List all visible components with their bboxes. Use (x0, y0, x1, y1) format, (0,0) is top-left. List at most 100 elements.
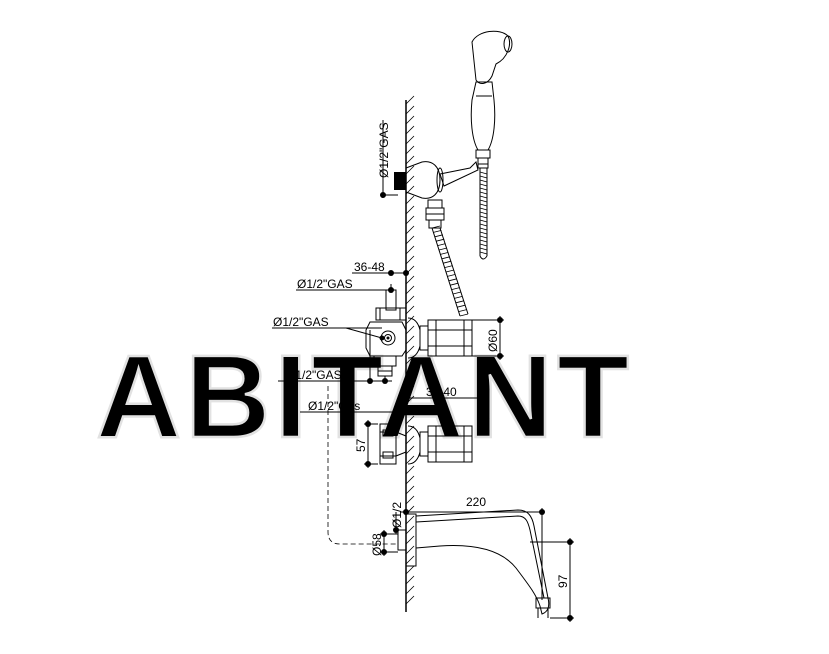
flexible-hose (425, 199, 469, 317)
hose-coil (479, 199, 488, 203)
hose-coil (436, 238, 445, 242)
hose-coil (455, 300, 464, 304)
hatch-stroke (405, 105, 415, 115)
shower-hose-lower (431, 225, 469, 317)
hatch-stroke (405, 195, 415, 205)
label-inlet-gas-lower: Ø1/2"Gas (308, 399, 360, 413)
hose-coil (431, 225, 441, 229)
hose-coil (479, 219, 488, 223)
hose-coil (457, 304, 466, 308)
label-inlet-side: Ø1/2"GAS (273, 315, 329, 329)
hose-coil (479, 223, 488, 227)
hose-coil (479, 231, 488, 235)
hatch-stroke (405, 115, 415, 125)
hatch-stroke (405, 135, 415, 145)
hatch-stroke (405, 495, 415, 505)
hatch-stroke (405, 385, 415, 395)
hose-coil (479, 195, 488, 199)
label-rosette-diameter: Ø60 (486, 329, 500, 352)
hatch-stroke (405, 145, 415, 155)
hose-coil (479, 251, 488, 255)
wall-bracket (394, 161, 479, 199)
hose-coil (458, 309, 467, 312)
hatch-stroke (405, 335, 415, 345)
hose-coil (479, 247, 488, 251)
hatch-stroke (405, 465, 415, 475)
hatch-stroke (405, 595, 415, 605)
hatch-stroke (405, 235, 415, 245)
hatch-stroke (405, 215, 415, 225)
hatch-stroke (405, 245, 415, 255)
hatch-stroke (405, 95, 415, 105)
label-range-lower: 30-40 (426, 385, 457, 399)
hose-coil (479, 227, 488, 231)
hatch-stroke (405, 345, 415, 355)
hatch-stroke (405, 315, 415, 325)
hatch-stroke (405, 395, 415, 405)
hatch-stroke (405, 305, 415, 315)
label-inlet-bottom: Ø1/2"GAS (286, 368, 342, 382)
hatch-stroke (405, 295, 415, 305)
hatch-stroke (405, 515, 415, 525)
hatch-stroke (405, 205, 415, 215)
label-spout-thread: Ø1/2 (390, 502, 404, 528)
hose-coil (479, 207, 488, 211)
hatch-stroke (405, 125, 415, 135)
hatch-stroke (405, 285, 415, 295)
lower-valve (379, 423, 473, 465)
hatch-stroke (405, 225, 415, 235)
hatch-stroke (405, 555, 415, 565)
shower-hose-upper (479, 171, 488, 255)
hatch-stroke (405, 565, 415, 575)
hose-coil (479, 215, 488, 219)
hatch-stroke (405, 535, 415, 545)
label-valve-height: 57 (354, 438, 368, 452)
hose-coil (479, 171, 488, 175)
label-spout-length: 220 (466, 495, 486, 509)
label-range-upper: 36-48 (354, 260, 385, 274)
hose-coil (438, 247, 448, 251)
hose-coil (451, 287, 460, 290)
wall-hatching (405, 95, 415, 605)
hose-coil (437, 243, 446, 246)
hose-coil (447, 274, 456, 277)
hatch-stroke (405, 435, 415, 445)
hatch-stroke (405, 545, 415, 555)
hose-coil (479, 191, 488, 195)
watermark: ABITANT (96, 331, 633, 463)
hose-coil (479, 243, 488, 247)
hose-coil (433, 230, 442, 233)
hatch-stroke (405, 575, 415, 585)
hatch-stroke (405, 255, 415, 265)
hand-shower (470, 30, 513, 260)
hose-coil (479, 183, 488, 187)
hatch-stroke (405, 175, 415, 185)
hose-coil (444, 265, 453, 268)
dimension-lines (272, 120, 574, 622)
label-inlet-top: Ø1/2"GAS (297, 277, 353, 291)
hatch-stroke (405, 455, 415, 465)
hatch-stroke (405, 585, 415, 595)
hose-coil (479, 175, 488, 179)
hose-coil (448, 278, 457, 282)
hose-coil (434, 234, 443, 238)
hatch-stroke (405, 525, 415, 535)
hatch-stroke (405, 155, 415, 165)
upper-valve (407, 317, 473, 359)
label-spout-rosette: Ø58 (370, 533, 384, 556)
hose-coil (450, 282, 459, 286)
hose-coil (445, 269, 455, 273)
hose-coil (479, 203, 488, 207)
hose-coil (459, 313, 469, 317)
hatch-stroke (405, 405, 415, 415)
hatch-stroke (405, 275, 415, 285)
label-shower-outlet: Ø1/2"GAS (377, 122, 391, 178)
hose-coil (479, 239, 488, 243)
hose-coil (452, 291, 462, 295)
hatch-stroke (405, 165, 415, 175)
hidden-pipe (327, 386, 396, 545)
hatch-stroke (405, 415, 415, 425)
hatch-stroke (405, 485, 415, 495)
hose-coil (443, 260, 452, 264)
